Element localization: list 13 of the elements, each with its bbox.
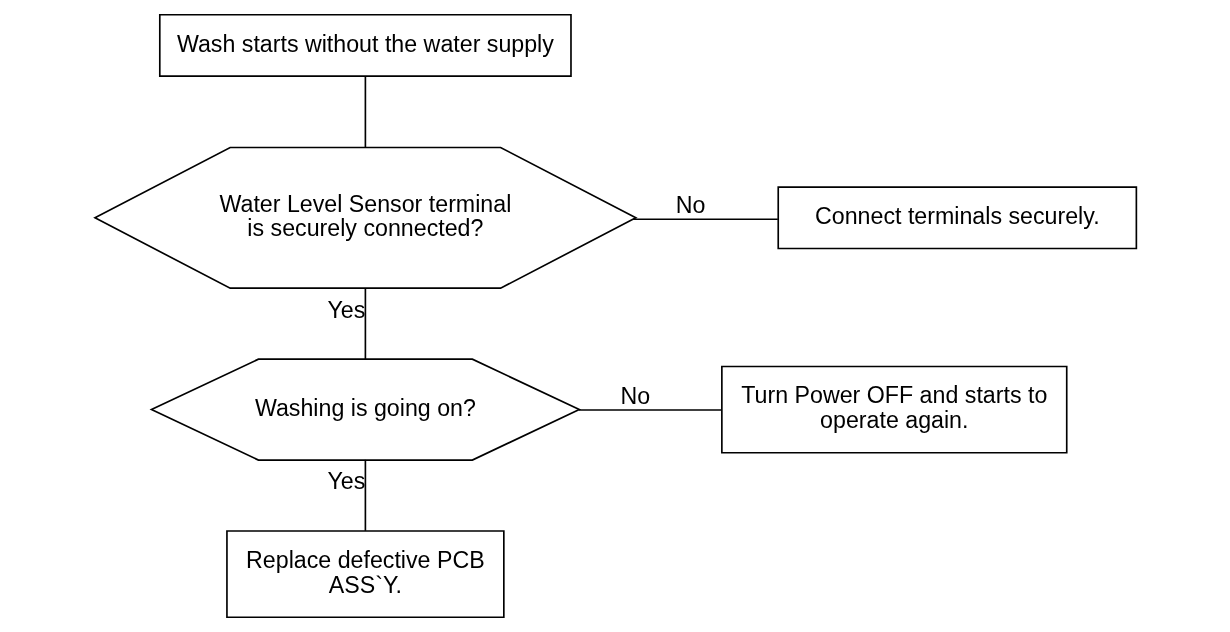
connector — [364, 75, 366, 149]
connector — [631, 218, 779, 221]
node-box: Turn Power OFF and starts to operate again. — [720, 365, 1068, 454]
edge-label: No — [675, 191, 705, 218]
connector — [577, 409, 722, 411]
node-box: Connect terminals securely. — [776, 186, 1137, 250]
connector — [364, 459, 366, 532]
edge-label: No — [619, 382, 650, 409]
edge-label: Yes — [326, 468, 365, 495]
edge-label: Yes — [326, 296, 365, 323]
connector — [364, 287, 366, 361]
node-box: Replace defective PCB ASS`Y. — [225, 530, 505, 619]
node-box: Wash starts without the water supply — [158, 13, 572, 77]
